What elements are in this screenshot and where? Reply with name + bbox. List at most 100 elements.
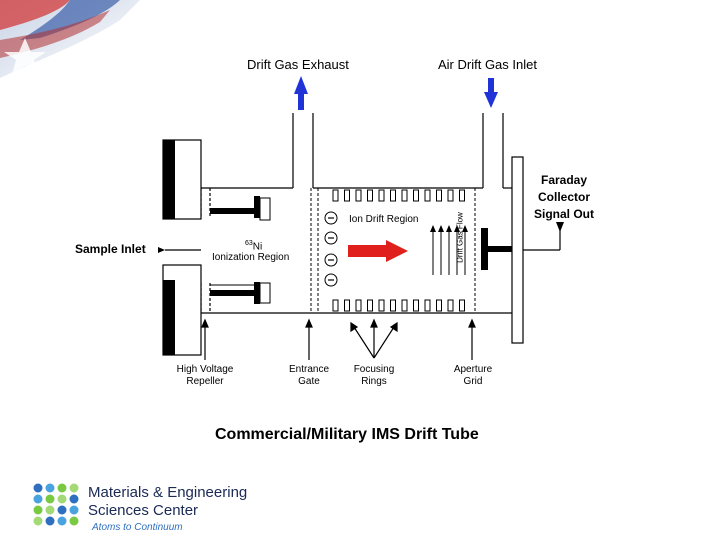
focusing-ring	[447, 189, 454, 202]
logo-line2: Sciences Center	[88, 502, 199, 519]
rings-label-line2: Rings	[361, 376, 387, 387]
sample-inlet-arrowhead	[158, 247, 165, 253]
focusing-rings-bottom	[332, 299, 465, 312]
focusing-rings-top	[332, 189, 465, 202]
flow-arrow	[462, 225, 468, 275]
logo-dot	[33, 494, 43, 504]
logo-tagline: Atoms to Continuum	[92, 522, 183, 533]
drift-gas-exhaust-label: Drift Gas Exhaust	[247, 57, 349, 72]
logo-dot	[57, 483, 67, 493]
negative-ion	[324, 253, 338, 267]
logo-dot	[33, 483, 43, 493]
flow-arrow	[454, 225, 460, 275]
focusing-rings-label: Focusing Rings	[344, 364, 404, 388]
logo-dot	[45, 505, 55, 515]
gate-label-line1: Entrance	[288, 364, 330, 375]
repeller-bottom	[162, 264, 202, 356]
logo-dot	[45, 516, 55, 526]
drift-gas-flow-arrows	[430, 225, 468, 275]
inlet-arrow	[484, 78, 498, 108]
faraday-collector	[481, 228, 512, 270]
sample-inlet-label: Sample Inlet	[75, 242, 146, 256]
focusing-ring	[413, 299, 419, 312]
drift-gas-flow-label: Drift Gas Flow	[455, 212, 465, 263]
focusing-ring	[378, 189, 385, 202]
logo-dot	[33, 516, 43, 526]
focusing-ring	[424, 299, 431, 312]
focusing-ring	[459, 189, 465, 202]
negative-ion	[324, 211, 338, 225]
focusing-ring	[390, 299, 396, 312]
negative-ions	[324, 211, 338, 287]
focusing-ring	[367, 189, 373, 202]
repeller-label-line2: Repeller	[186, 376, 224, 387]
logo-dot	[69, 483, 79, 493]
focusing-ring	[332, 189, 339, 202]
gate-label-line2: Gate	[298, 376, 320, 387]
focusing-ring	[367, 299, 373, 312]
entrance-gate	[310, 188, 319, 313]
ni-source-bottom	[210, 282, 271, 304]
mesc-logo: Materials & Engineering Sciences Center …	[28, 470, 308, 540]
logo-dot	[69, 516, 79, 526]
logo-dot	[57, 516, 67, 526]
entrance-gate-label: Entrance Gate	[279, 364, 339, 388]
logo-dot	[45, 483, 55, 493]
flow-arrow	[446, 225, 452, 275]
focusing-ring	[436, 299, 442, 312]
focusing-ring	[459, 299, 465, 312]
repeller-label-line1: High Voltage	[176, 364, 234, 375]
diagram-caption: Commercial/Military IMS Drift Tube	[215, 426, 479, 443]
focusing-ring	[447, 299, 454, 312]
aperture-grid-label: Aperture Grid	[443, 364, 503, 388]
logo-dot	[33, 505, 43, 515]
focusing-ring	[332, 299, 339, 312]
ni-element-label: Ni	[252, 241, 263, 253]
flow-arrow	[438, 225, 444, 275]
focusing-ring	[424, 189, 431, 202]
air-drift-gas-inlet-label: Air Drift Gas Inlet	[438, 57, 537, 72]
focusing-ring	[436, 189, 442, 202]
ionization-region-label: Ionization Region	[212, 252, 290, 263]
focusing-ring	[344, 299, 350, 312]
rings-label-line1: Focusing	[353, 364, 395, 375]
ni-63-label: 63Ni	[245, 240, 262, 252]
focusing-ring	[355, 189, 362, 202]
exhaust-arrow	[294, 76, 308, 110]
grid-label-line1: Aperture	[453, 364, 493, 375]
faraday-label-line1: Faraday	[540, 173, 588, 187]
focusing-ring	[390, 189, 396, 202]
logo-dot	[69, 505, 79, 515]
faraday-label-line3: Signal Out	[534, 207, 594, 221]
callout-arrows	[201, 318, 476, 360]
high-voltage-repeller-label: High Voltage Repeller	[170, 364, 240, 388]
inlet-pipe	[482, 113, 504, 188]
logo-dot	[69, 494, 79, 504]
logo-dot	[57, 505, 67, 515]
focusing-ring	[344, 189, 350, 202]
focusing-ring	[355, 299, 362, 312]
ion-drift-region-label: Ion Drift Region	[349, 214, 419, 225]
grid-label-line2: Grid	[463, 376, 483, 387]
negative-ion	[324, 273, 338, 287]
faraday-label-line2: Collector	[537, 190, 590, 204]
repeller-top	[162, 139, 202, 220]
ni-source-top	[210, 196, 271, 221]
focusing-ring	[413, 189, 419, 202]
focusing-ring	[401, 189, 408, 202]
mesc-logo-mark	[33, 483, 79, 526]
logo-line1: Materials & Engineering	[88, 484, 248, 501]
logo-dot	[57, 494, 67, 504]
flag-banner	[0, 0, 140, 80]
faraday-collector-label: Faraday Collector Signal Out	[524, 172, 604, 223]
focusing-ring	[378, 299, 385, 312]
logo-dot	[45, 494, 55, 504]
ion-drift-arrow	[348, 240, 408, 262]
ni-isotope-superscript: 63	[245, 240, 253, 247]
flow-arrow	[430, 225, 436, 275]
exhaust-pipe	[292, 113, 314, 188]
tube-end-cap	[511, 156, 524, 344]
focusing-ring	[401, 299, 408, 312]
negative-ion	[324, 231, 338, 245]
